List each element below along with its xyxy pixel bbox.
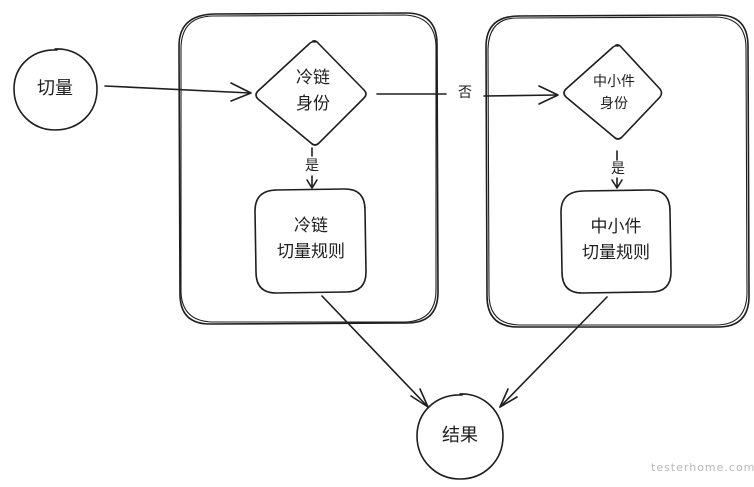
cold-chain-decision-line2: 身份 xyxy=(296,94,330,114)
arrow-small-yes-to-rule: 是 xyxy=(611,150,625,189)
arrow-start-to-cold-decision xyxy=(104,82,252,102)
result-node: 结果 xyxy=(416,393,504,480)
small-parts-decision-line1: 中小件 xyxy=(593,74,635,90)
cold-chain-rule-line2: 切量规则 xyxy=(277,242,345,262)
small-parts-decision: 中小件 身份 xyxy=(563,44,663,140)
cold-chain-group-frame xyxy=(178,12,439,325)
arrow-cold-no-to-small-decision: 否 xyxy=(376,85,559,105)
small-parts-decision-line2: 身份 xyxy=(600,96,628,112)
small-parts-rule-box: 中小件 切量规则 xyxy=(560,189,672,294)
cold-chain-rule-line1: 冷链 xyxy=(294,216,328,236)
cold-chain-decision-line1: 冷链 xyxy=(296,68,330,88)
edge-label-yes-cold: 是 xyxy=(305,158,319,174)
small-parts-rule-line2: 切量规则 xyxy=(582,243,650,263)
arrow-cold-rule-to-result xyxy=(321,295,429,408)
watermark-text: testerhome.com xyxy=(651,461,754,474)
small-parts-group-frame xyxy=(485,14,750,328)
cold-chain-rule-box: 冷链 切量规则 xyxy=(254,188,367,294)
result-node-label: 结果 xyxy=(442,425,478,446)
cold-chain-decision: 冷链 身份 xyxy=(255,40,367,146)
start-node-label: 切量 xyxy=(37,78,73,99)
start-node: 切量 xyxy=(13,48,98,131)
edge-label-yes-small: 是 xyxy=(611,161,625,177)
arrow-small-rule-to-result xyxy=(499,296,608,408)
arrow-cold-yes-to-rule: 是 xyxy=(305,147,319,189)
small-parts-rule-line1: 中小件 xyxy=(591,217,642,237)
edge-label-no: 否 xyxy=(458,85,472,101)
